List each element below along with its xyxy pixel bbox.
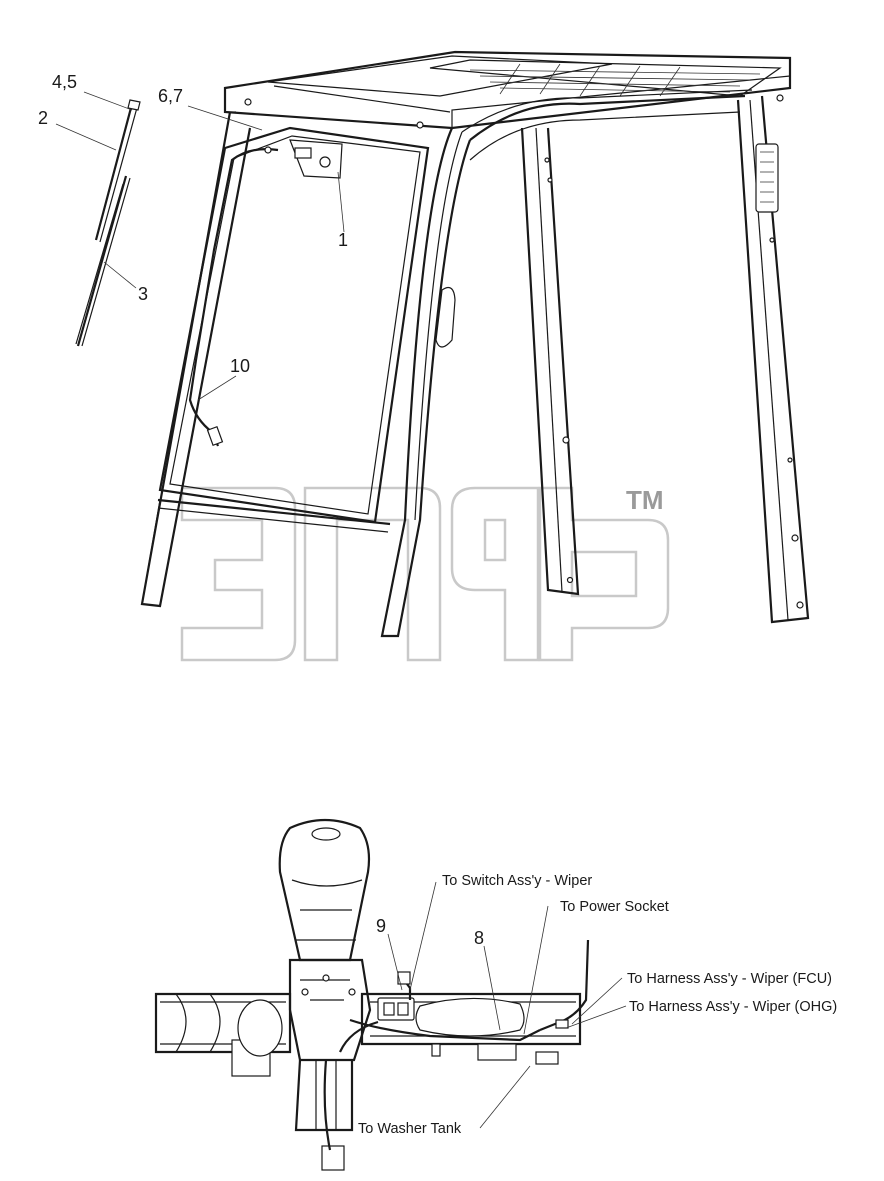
watermark-tm: TM bbox=[626, 485, 664, 515]
callout-6-7: 6,7 bbox=[158, 86, 183, 106]
callout-1: 1 bbox=[338, 230, 348, 250]
note-power-socket: To Power Socket bbox=[560, 899, 669, 915]
callout-10: 10 bbox=[230, 356, 250, 376]
windshield bbox=[158, 126, 430, 524]
callout-9: 9 bbox=[376, 916, 386, 936]
note-switch-wiper: To Switch Ass'y - Wiper bbox=[442, 873, 592, 889]
wiper-motor bbox=[289, 139, 343, 179]
note-harness-ohg: To Harness Ass'y - Wiper (OHG) bbox=[629, 999, 837, 1015]
callout-2: 2 bbox=[38, 108, 48, 128]
watermark-logo: TM bbox=[180, 485, 670, 662]
callout-3: 3 bbox=[138, 284, 148, 304]
dash-assembly bbox=[154, 818, 590, 1171]
callout-4-5: 4,5 bbox=[52, 72, 77, 92]
note-harness-fcu: To Harness Ass'y - Wiper (FCU) bbox=[627, 971, 832, 987]
cab-frame bbox=[140, 50, 810, 638]
wiper-blade bbox=[75, 175, 131, 347]
harness-wire bbox=[188, 148, 279, 447]
note-washer-tank: To Washer Tank bbox=[358, 1121, 462, 1137]
roof-grille bbox=[429, 59, 782, 97]
callout-8: 8 bbox=[474, 928, 484, 948]
wiper-arm bbox=[94, 99, 141, 243]
